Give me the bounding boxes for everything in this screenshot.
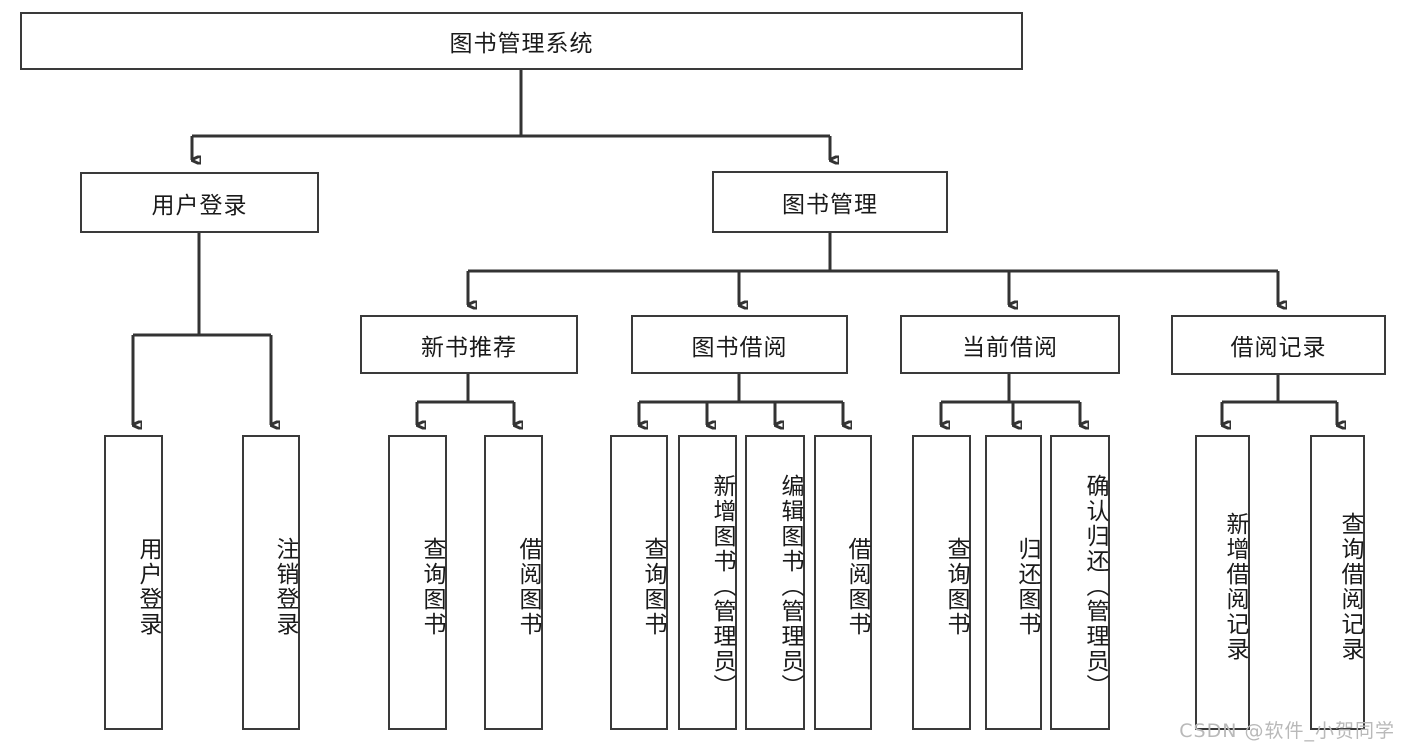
node-user-login-label: 用户登录 xyxy=(151,192,248,219)
node-leaf-query-book-2-label: 查询图书 xyxy=(640,536,666,637)
node-book-borrow-label: 图书借阅 xyxy=(691,334,788,361)
node-leaf-query-record-label: 查询借阅记录 xyxy=(1337,511,1363,662)
node-borrow-record-label: 借阅记录 xyxy=(1230,335,1327,361)
node-leaf-user-logout-label: 注销登录 xyxy=(272,536,298,637)
node-leaf-edit-book-label: 编辑图书（管理员） xyxy=(777,474,803,699)
node-book-manage[interactable]: 图书管理 xyxy=(712,171,948,233)
node-leaf-borrow-book-2-label: 借阅图书 xyxy=(844,536,870,637)
node-leaf-query-record[interactable]: 查询借阅记录 xyxy=(1310,435,1365,730)
node-leaf-query-book-3-label: 查询图书 xyxy=(943,536,969,637)
node-book-manage-label: 图书管理 xyxy=(782,192,878,218)
node-leaf-query-book-1[interactable]: 查询图书 xyxy=(388,435,447,730)
node-leaf-borrow-book-2[interactable]: 借阅图书 xyxy=(814,435,872,730)
node-leaf-user-logout[interactable]: 注销登录 xyxy=(242,435,300,730)
node-leaf-borrow-book-1-label: 借阅图书 xyxy=(515,536,541,637)
node-leaf-user-login[interactable]: 用户登录 xyxy=(104,435,163,730)
node-leaf-confirm-return-label: 确认归还（管理员） xyxy=(1082,474,1108,699)
watermark: CSDN @软件_小贺同学 xyxy=(1179,720,1395,742)
node-root-label: 图书管理系统 xyxy=(449,31,594,57)
node-leaf-return-book[interactable]: 归还图书 xyxy=(985,435,1042,730)
node-book-borrow[interactable]: 图书借阅 xyxy=(631,315,848,374)
node-current-borrow[interactable]: 当前借阅 xyxy=(900,315,1120,374)
node-leaf-add-book[interactable]: 新增图书（管理员） xyxy=(678,435,737,730)
node-leaf-add-record[interactable]: 新增借阅记录 xyxy=(1195,435,1250,730)
node-leaf-confirm-return[interactable]: 确认归还（管理员） xyxy=(1050,435,1110,730)
node-leaf-user-login-label: 用户登录 xyxy=(135,536,161,637)
node-leaf-query-book-1-label: 查询图书 xyxy=(419,536,445,637)
node-leaf-borrow-book-1[interactable]: 借阅图书 xyxy=(484,435,543,730)
node-borrow-record[interactable]: 借阅记录 xyxy=(1171,315,1386,375)
node-leaf-add-book-label: 新增图书（管理员） xyxy=(709,474,735,699)
node-leaf-add-record-label: 新增借阅记录 xyxy=(1222,511,1248,662)
node-leaf-query-book-2[interactable]: 查询图书 xyxy=(610,435,668,730)
node-root[interactable]: 图书管理系统 xyxy=(20,12,1023,70)
node-new-book-recommend[interactable]: 新书推荐 xyxy=(360,315,578,374)
node-leaf-query-book-3[interactable]: 查询图书 xyxy=(912,435,971,730)
node-current-borrow-label: 当前借阅 xyxy=(962,334,1058,361)
node-leaf-edit-book[interactable]: 编辑图书（管理员） xyxy=(745,435,805,730)
node-leaf-return-book-label: 归还图书 xyxy=(1014,536,1040,637)
node-user-login[interactable]: 用户登录 xyxy=(80,172,319,233)
node-new-book-recommend-label: 新书推荐 xyxy=(421,334,517,361)
